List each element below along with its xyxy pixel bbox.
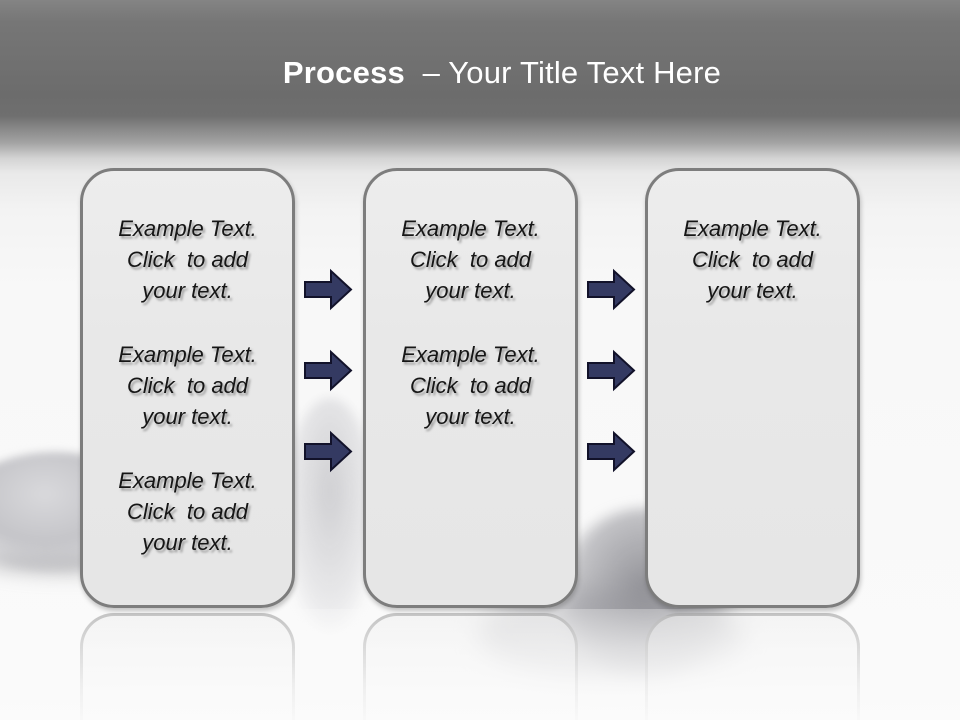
arrow-right-icon bbox=[587, 268, 636, 311]
reflection-fade bbox=[0, 609, 960, 720]
placeholder-text[interactable]: Example Text. Click to add your text. bbox=[683, 216, 822, 303]
slide-title[interactable]: Process – Your Title Text Here bbox=[22, 55, 960, 91]
placeholder-text[interactable]: Example Text. Click to add your text. bbox=[401, 342, 540, 429]
placeholder-text[interactable]: Example Text. Click to add your text. bbox=[401, 216, 540, 303]
arrow-right-icon bbox=[587, 349, 636, 392]
process-step-box-2[interactable]: Example Text. Click to add your text. Ex… bbox=[363, 168, 578, 608]
arrow-right-icon bbox=[587, 430, 636, 473]
title-keyword: Process bbox=[282, 55, 405, 90]
placeholder-text[interactable]: Example Text. Click to add your text. bbox=[118, 342, 257, 429]
placeholder-text[interactable]: Example Text. Click to add your text. bbox=[118, 216, 257, 303]
process-step-box-3[interactable]: Example Text. Click to add your text. bbox=[645, 168, 860, 608]
title-subtitle: – Your Title Text Here bbox=[404, 55, 722, 90]
arrow-right-icon bbox=[304, 349, 353, 392]
placeholder-text[interactable]: Example Text. Click to add your text. bbox=[118, 468, 257, 555]
arrow-right-icon bbox=[304, 430, 353, 473]
process-step-box-1[interactable]: Example Text. Click to add your text. Ex… bbox=[80, 168, 295, 608]
arrow-right-icon bbox=[304, 268, 353, 311]
